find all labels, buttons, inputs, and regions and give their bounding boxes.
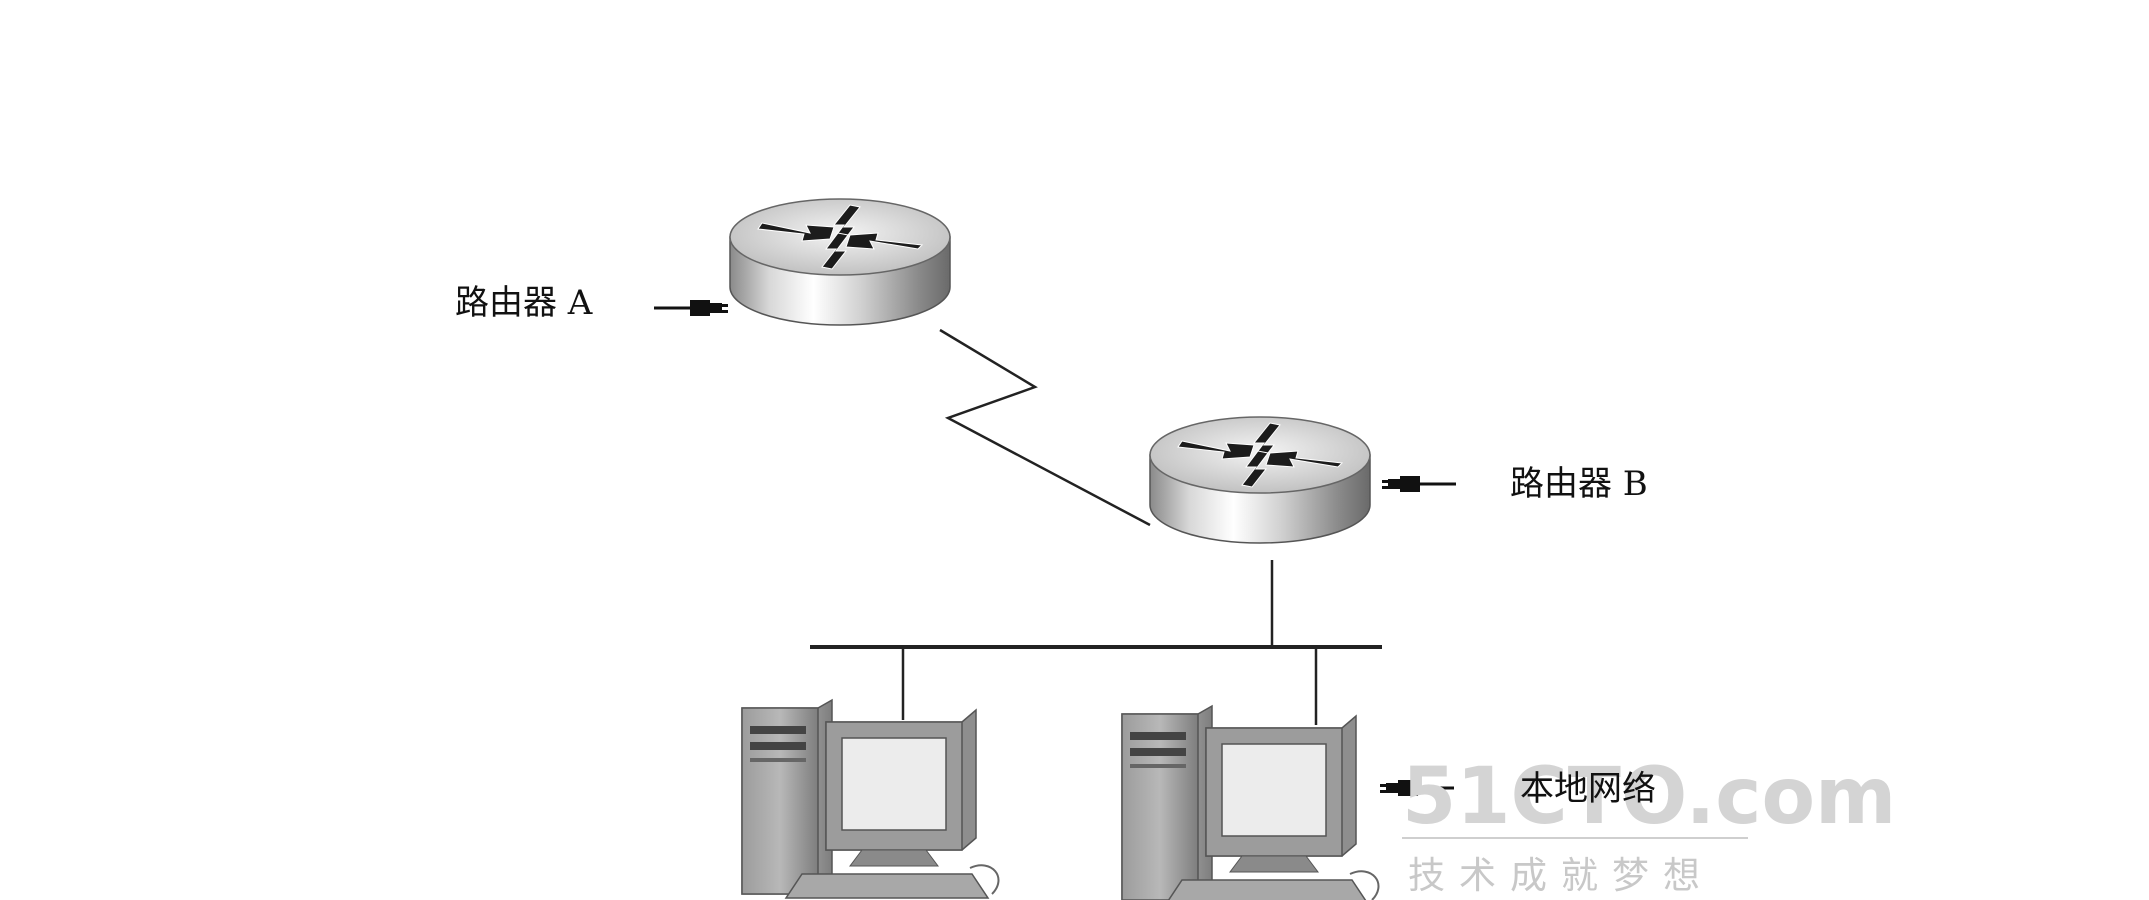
router-a — [729, 198, 951, 326]
workstation-icon — [741, 699, 1000, 899]
workstation-icon — [1121, 705, 1380, 900]
router-a-pointer — [652, 298, 730, 318]
workstation-2 — [1121, 705, 1380, 900]
watermark-logo: 51CTO.com — [1402, 752, 1896, 842]
plug-icon — [652, 298, 730, 318]
router-icon — [1149, 416, 1371, 544]
router-icon — [729, 198, 951, 326]
router-b-pointer — [1380, 474, 1458, 494]
plug-icon — [1380, 474, 1458, 494]
router-b — [1149, 416, 1371, 544]
workstation-1 — [741, 699, 1000, 899]
router-a-label: 路由器 A — [455, 283, 593, 323]
serial-link — [939, 328, 1151, 527]
local-network-label: 本地网络 — [1520, 769, 1656, 809]
router-b-label: 路由器 B — [1510, 464, 1648, 504]
watermark-slogan: 技术成就梦想 — [1408, 854, 1714, 897]
